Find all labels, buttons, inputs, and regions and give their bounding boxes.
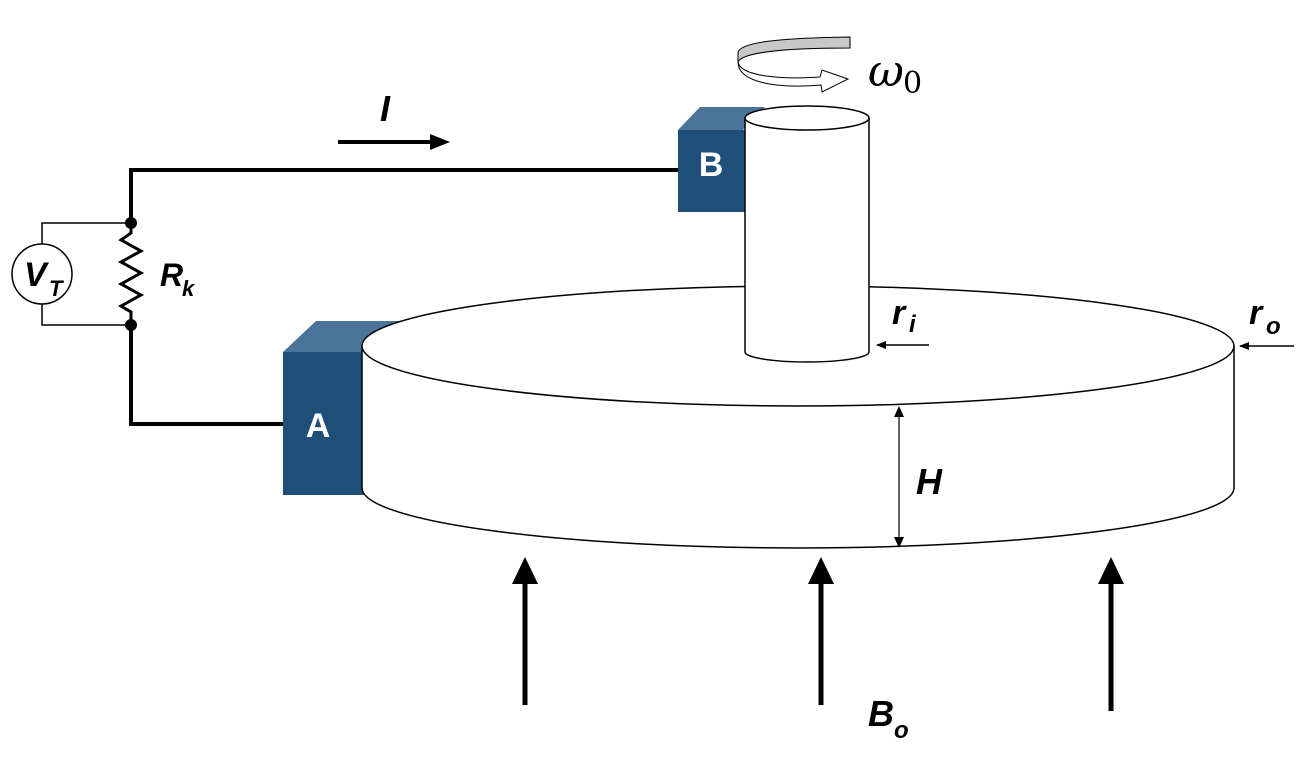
height-arrow-icon	[894, 406, 904, 548]
current-arrow-icon	[338, 134, 450, 150]
voltmeter-label: V	[24, 256, 50, 294]
terminal-a: A	[283, 321, 400, 495]
shaft	[744, 105, 870, 363]
field-subscript: o	[894, 717, 909, 744]
resistor-subscript: k	[182, 276, 196, 301]
field-label: B	[868, 693, 894, 734]
height-label: H	[916, 461, 943, 502]
inner-radius-subscript: i	[909, 311, 917, 338]
outer-radius-label: r	[1249, 294, 1264, 332]
inner-radius-label: r	[892, 294, 907, 332]
resistor-label: R	[160, 257, 183, 293]
terminal-a-label: A	[306, 407, 331, 445]
current-label: I	[380, 88, 391, 129]
voltmeter: V T	[11, 222, 131, 326]
voltmeter-subscript: T	[49, 276, 64, 301]
terminal-b: B	[678, 107, 765, 212]
terminal-b-label: B	[699, 146, 724, 184]
circuit-wires	[117, 168, 678, 426]
disk	[361, 285, 1235, 549]
omega-subscript: 0	[903, 66, 922, 101]
omega-symbol: ω	[868, 46, 904, 97]
magnetic-field-arrows	[512, 557, 1124, 711]
outer-radius-subscript: o	[1266, 313, 1281, 340]
rotation-arrow-icon	[737, 36, 851, 93]
